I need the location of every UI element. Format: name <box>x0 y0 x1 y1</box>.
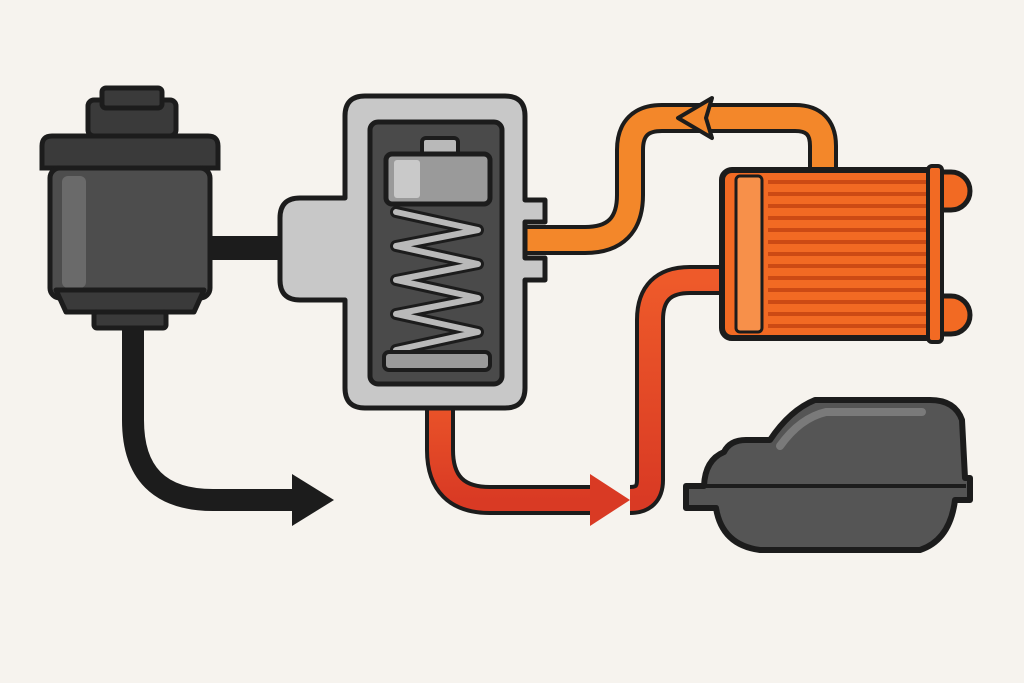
arrow-right-icon <box>590 474 630 526</box>
spring-valve-icon <box>277 93 548 411</box>
flow-valve-to-cooler <box>500 96 838 255</box>
oil-filter-icon <box>39 85 221 331</box>
flow-cooler-to-junction <box>629 265 735 515</box>
arrow-right-icon <box>292 474 334 526</box>
flow-valve-to-sump <box>425 380 630 526</box>
flow-filter-bypass-out <box>122 320 334 526</box>
oil-pan-icon <box>683 397 973 553</box>
radiator-icon <box>719 164 973 344</box>
arrow-left-icon <box>676 96 714 140</box>
cooler-fins <box>768 180 926 328</box>
